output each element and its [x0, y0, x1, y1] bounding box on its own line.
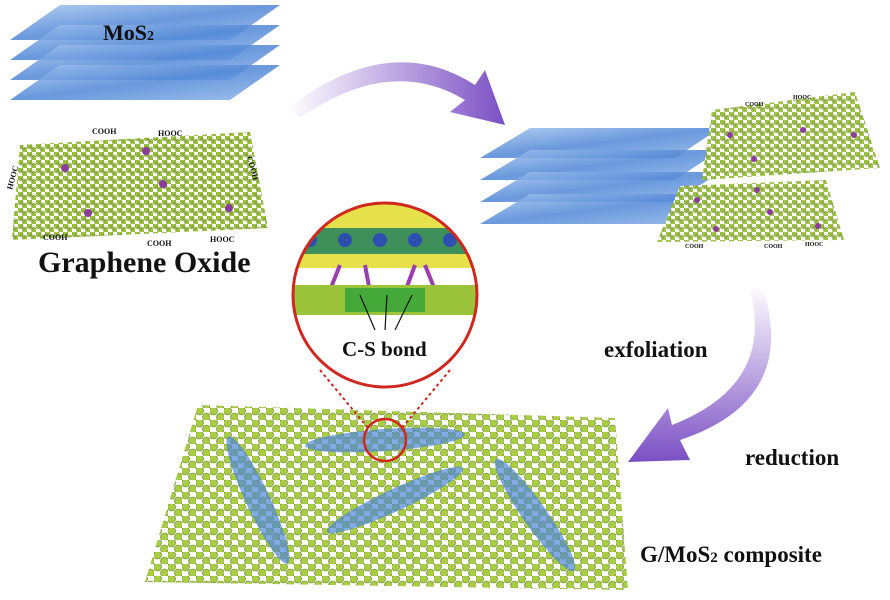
reduction-label: reduction — [745, 445, 839, 470]
group-label: COOH — [92, 127, 117, 136]
graphene-sheet-top-right — [702, 92, 880, 180]
group-label: HOOC — [805, 242, 823, 248]
group-label: COOH — [745, 102, 764, 108]
composite-sheet — [145, 405, 628, 590]
mos2-stack-right — [480, 128, 720, 224]
graphene-oxide-label: Graphene Oxide — [38, 246, 251, 279]
graphene-sheet-bottom-right — [657, 180, 844, 242]
mos2-stack-left — [10, 5, 280, 100]
curved-arrow-icon — [628, 285, 772, 462]
zoom-marker-circle — [362, 417, 408, 463]
composite-label: G/MoS2 composite — [640, 542, 822, 567]
curved-arrow-icon — [288, 62, 505, 125]
group-label: COOH — [43, 233, 68, 242]
group-label: HOOC — [158, 129, 183, 138]
cs-bond-label: C-S bond — [342, 337, 427, 361]
group-label: HOOC — [793, 95, 811, 101]
exfoliation-label: exfoliation — [604, 337, 708, 362]
group-label: COOH — [764, 244, 783, 250]
group-label: HOOC — [210, 235, 235, 244]
graphene-oxide-sheet — [12, 132, 268, 240]
group-label: COOH — [147, 239, 172, 248]
group-label: COOH — [685, 244, 704, 250]
mos2-label: MoS2 — [103, 20, 154, 45]
